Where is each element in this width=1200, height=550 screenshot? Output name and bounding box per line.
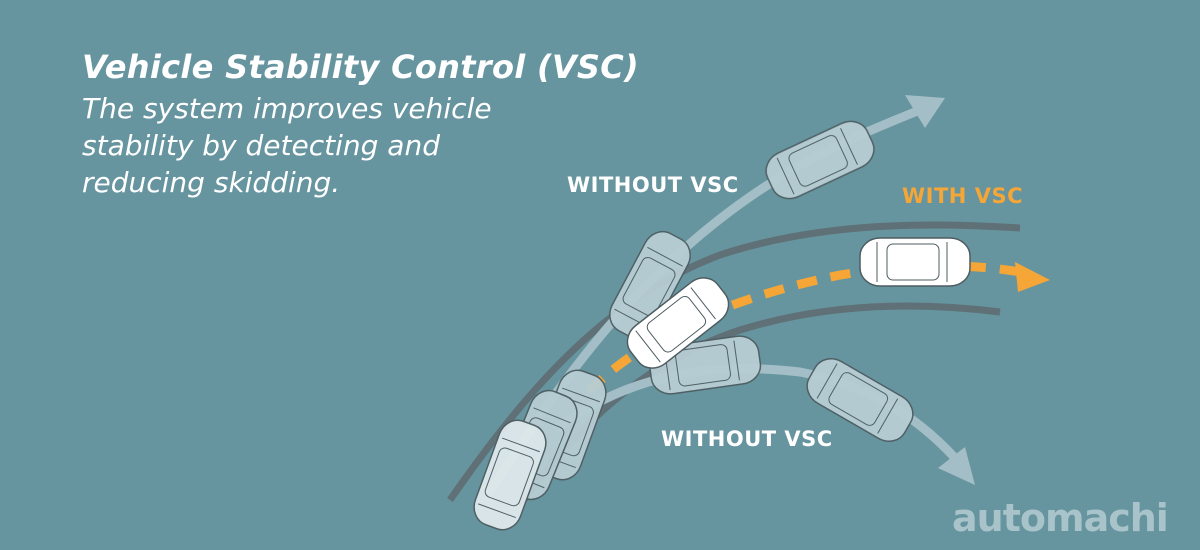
skid-path-bottom (552, 364, 959, 462)
label-with-vsc: WITH VSC (902, 184, 1023, 208)
vsc-path (584, 261, 1021, 396)
description: The system improves vehicle stability by… (82, 92, 492, 199)
car-ghost-top (759, 114, 881, 206)
label-without-vsc-top: WITHOUT VSC (567, 173, 739, 197)
car-vsc-2 (859, 237, 971, 287)
arrowhead-top-icon (905, 95, 945, 128)
watermark-logo: automachi (952, 496, 1169, 540)
page-title: Vehicle Stability Control (VSC) (82, 48, 639, 86)
arrowhead-bottom-icon (938, 447, 975, 485)
road-edge-outer (447, 221, 1021, 503)
arrowhead-vsc-icon (1015, 262, 1050, 292)
label-without-vsc-bottom: WITHOUT VSC (661, 427, 833, 451)
